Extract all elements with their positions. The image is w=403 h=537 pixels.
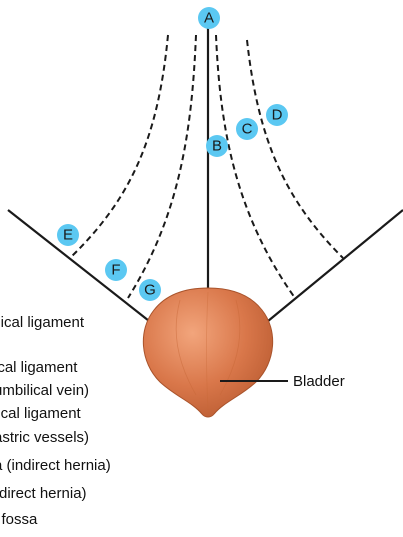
svg-text:G: G [144,282,156,299]
legend-line: l fossa [0,511,38,528]
bladder-label: Bladder [293,373,345,390]
lateral-ligament-right [247,40,343,258]
legend-line: a (indirect hernia) [0,457,111,474]
bladder-shape [143,288,272,417]
marker-a: A [198,7,220,29]
marker-e: E [57,224,79,246]
legend-line: ical ligament [0,359,78,376]
marker-f: F [105,259,127,281]
svg-text:E: E [63,227,73,244]
medial-ligament-left [128,35,196,298]
inguinal-line-left [8,210,158,328]
marker-g: G [139,279,161,301]
legend-line: lical ligament [0,405,82,422]
svg-text:B: B [212,138,222,155]
legend-line: (direct hernia) [0,485,87,502]
svg-text:A: A [204,10,214,27]
svg-text:F: F [111,262,120,279]
marker-b: B [206,135,228,157]
medial-ligament-right [216,35,295,298]
marker-d: D [266,104,288,126]
legend-line: ilical ligament [0,314,85,331]
svg-text:D: D [272,107,283,124]
lateral-ligament-left [70,35,168,258]
svg-text:C: C [242,121,253,138]
marker-c: C [236,118,258,140]
legend-line: umbilical vein) [0,382,89,399]
inguinal-line-right [262,210,403,326]
legend-line: astric vessels) [0,429,89,446]
